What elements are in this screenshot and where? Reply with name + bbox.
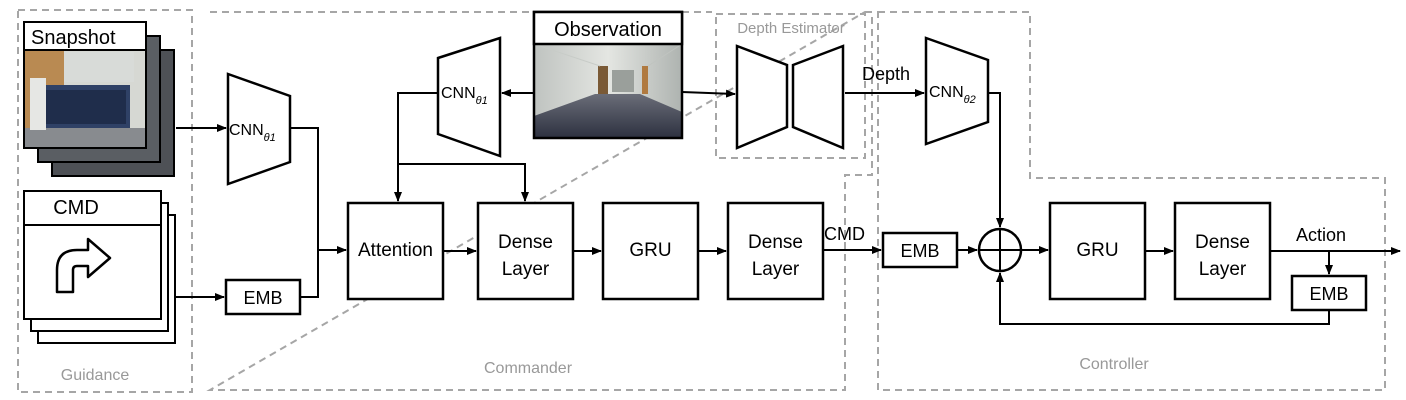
controller-label: Controller	[1079, 356, 1149, 373]
svg-text:EMB: EMB	[900, 241, 939, 261]
edge-cnn-to-sum	[988, 92, 1004, 228]
snapshot-image	[24, 50, 146, 148]
svg-text:Attention: Attention	[358, 240, 433, 261]
emb-action-block: EMB	[1290, 274, 1368, 312]
emb-guidance-block: EMB	[224, 278, 302, 316]
dense-layer-commander-2: Dense Layer	[726, 201, 825, 301]
gru-commander-block: GRU	[601, 201, 700, 301]
commander-group	[206, 11, 873, 391]
svg-text:CNNθ1: CNNθ1	[441, 85, 488, 107]
cnn-depth-block: CNNθ2	[924, 36, 990, 146]
emb-controller-block: EMB	[881, 231, 959, 269]
sum-node	[977, 227, 1023, 273]
svg-text:Dense: Dense	[498, 232, 553, 253]
cnn-name: CNN	[229, 122, 264, 139]
cnn-subscript: θ1	[476, 95, 488, 107]
cmd-stack: CMD	[23, 190, 176, 344]
observation-input: Observation	[532, 10, 684, 140]
cnn-observation-block: CNNθ1	[436, 36, 502, 158]
gru-controller-block: GRU	[1048, 201, 1147, 301]
svg-text:Dense: Dense	[1195, 232, 1250, 253]
cmd-input-label: CMD	[53, 197, 99, 219]
cnn-subscript: θ1	[264, 132, 276, 144]
edge-emb-to-attention	[300, 250, 319, 298]
depth-estimator-network	[735, 44, 845, 150]
svg-text:Layer: Layer	[502, 259, 550, 280]
turn-right-arrow-icon	[55, 237, 112, 294]
snapshot-stack: Snapshot	[23, 21, 175, 177]
edge-cnn-to-dense	[398, 163, 529, 202]
connections	[176, 89, 1401, 325]
svg-text:CNNθ1: CNNθ1	[229, 122, 276, 144]
dense-layer-controller: Dense Layer	[1173, 201, 1272, 301]
svg-text:GRU: GRU	[1076, 240, 1118, 261]
cnn-subscript: θ2	[964, 94, 976, 106]
svg-text:CNNθ2: CNNθ2	[929, 84, 976, 106]
cnn-name: CNN	[929, 84, 964, 101]
cnn-snapshot-block: CNNθ1	[226, 72, 292, 186]
observation-label: Observation	[554, 19, 662, 41]
svg-text:GRU: GRU	[629, 240, 671, 261]
action-edge-label: Action	[1296, 225, 1346, 245]
depth-edge-label: Depth	[862, 64, 910, 84]
dense-layer-commander-1: Dense Layer	[476, 201, 575, 301]
attention-block: Attention	[346, 201, 445, 301]
svg-text:Layer: Layer	[752, 259, 800, 280]
cnn-name: CNN	[441, 85, 476, 102]
svg-text:Layer: Layer	[1199, 259, 1247, 280]
edge-cnn-to-attention	[290, 127, 347, 254]
svg-text:EMB: EMB	[1309, 284, 1348, 304]
depth-estimator-group	[715, 13, 866, 159]
depth-estimator-label: Depth Estimator	[737, 20, 845, 37]
commander-label: Commander	[484, 360, 573, 377]
edge-cnn-down	[394, 92, 438, 202]
guidance-label: Guidance	[61, 367, 130, 384]
snapshot-label: Snapshot	[31, 27, 116, 49]
edge-observation-to-depth	[681, 89, 736, 98]
edge-emb-feedback	[996, 272, 1330, 325]
svg-text:Dense: Dense	[748, 232, 803, 253]
guidance-group	[17, 9, 193, 393]
controller-group	[877, 11, 1386, 391]
observation-image	[533, 43, 683, 138]
svg-text:EMB: EMB	[243, 288, 282, 308]
cmd-edge-label: CMD	[824, 224, 865, 244]
